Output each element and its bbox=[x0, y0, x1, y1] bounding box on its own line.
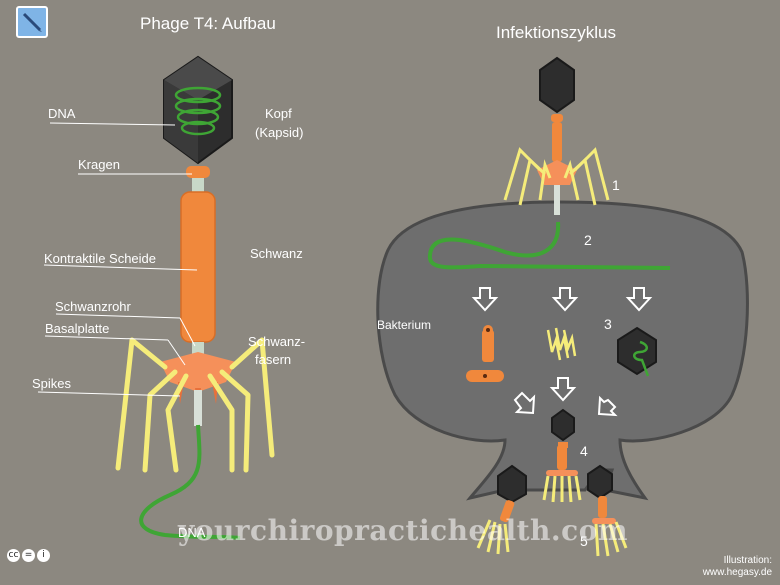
phage-released-right bbox=[587, 464, 628, 557]
label-basalplatte: Basalplatte bbox=[45, 321, 110, 336]
phage-attaching bbox=[503, 56, 610, 215]
credit-line1: Illustration: bbox=[723, 555, 772, 566]
label-bakterium: Bakterium bbox=[377, 318, 432, 332]
phage-components bbox=[466, 325, 657, 382]
equal-icon: = bbox=[22, 549, 35, 562]
label-dna: DNA bbox=[48, 106, 76, 121]
bacterium-cell bbox=[376, 200, 749, 501]
label-kontraktile-scheide: Kontraktile Scheide bbox=[44, 251, 157, 266]
credit-link[interactable]: www.hegasy.de bbox=[702, 567, 772, 578]
contractile-sheath bbox=[180, 191, 216, 343]
neck bbox=[192, 178, 204, 192]
label-schwanzfasern-2: fasern bbox=[255, 352, 292, 367]
step-3: 3 bbox=[604, 316, 612, 332]
collar bbox=[186, 166, 210, 178]
step-2: 2 bbox=[584, 232, 592, 248]
watermark: yourchiropractichealth.com bbox=[178, 514, 629, 547]
dna-strand bbox=[139, 424, 241, 540]
label-schwanzfasern-1: Schwanz- bbox=[248, 334, 306, 349]
info-icon: i bbox=[37, 549, 50, 562]
credit: Illustration: www.hegasy.de bbox=[660, 555, 772, 579]
label-schwanzrohr: Schwanzrohr bbox=[55, 299, 131, 314]
label-schwanz: Schwanz bbox=[250, 246, 303, 261]
cycle-title: Infektionszyklus bbox=[496, 23, 616, 42]
cc-icon: cc bbox=[7, 549, 20, 562]
tail-fibers bbox=[115, 337, 275, 473]
structure-title: Phage T4: Aufbau bbox=[140, 14, 276, 33]
tail-needle bbox=[194, 390, 202, 426]
step-1: 1 bbox=[612, 177, 620, 193]
dna-coil bbox=[174, 86, 222, 136]
process-arrows bbox=[471, 287, 653, 417]
pencil-logo-icon bbox=[16, 6, 48, 38]
injected-dna bbox=[427, 221, 671, 270]
creative-commons-icon[interactable]: cc = i bbox=[7, 549, 53, 563]
label-spikes: Spikes bbox=[32, 376, 72, 391]
phage-released-left bbox=[476, 464, 527, 555]
phage-released-center bbox=[542, 445, 582, 503]
step-5: 5 bbox=[580, 533, 588, 549]
label-dna-strand: DNA bbox=[178, 525, 206, 540]
label-kapsid: (Kapsid) bbox=[255, 125, 304, 140]
label-kopf: Kopf bbox=[265, 106, 292, 121]
step-4: 4 bbox=[580, 443, 588, 459]
leader-lines bbox=[37, 122, 198, 397]
label-kragen: Kragen bbox=[78, 157, 120, 172]
